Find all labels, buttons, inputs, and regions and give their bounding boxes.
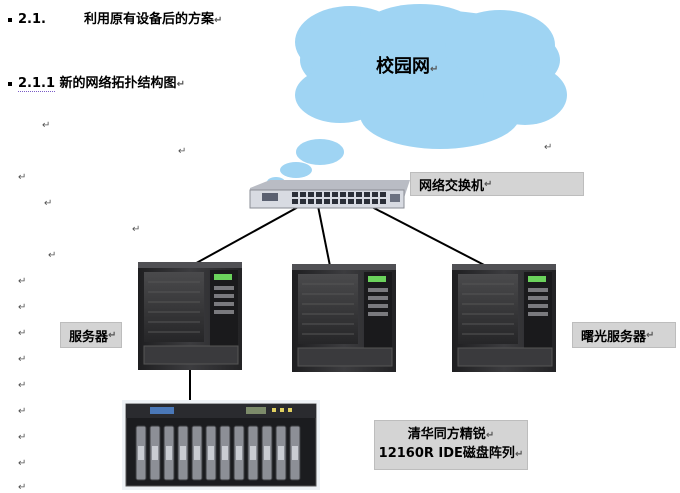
server-right-label: 曙光服务器↵ bbox=[572, 322, 676, 348]
cloud-label: 校园网↵ bbox=[376, 52, 438, 78]
paragraph-mark-icon: ↵ bbox=[176, 79, 185, 90]
paragraph-mark-icon: ↵ bbox=[178, 146, 187, 157]
link-switch-server-middle bbox=[317, 205, 331, 267]
storage-label-line-2-text: 12160R IDE磁盘阵列 bbox=[378, 446, 515, 461]
storage-label-line-2: 12160R IDE磁盘阵列↵ bbox=[379, 445, 524, 464]
link-switch-server-left bbox=[179, 205, 301, 273]
server-right-label-text: 曙光服务器 bbox=[581, 329, 647, 345]
cloud-bubble-large bbox=[296, 139, 344, 165]
paragraph-mark-icon: ↵ bbox=[646, 329, 655, 341]
heading-2-1-1-number: 2.1.1 bbox=[18, 76, 56, 92]
server-left-label: 服务器↵ bbox=[60, 322, 122, 348]
bullet-icon bbox=[8, 81, 12, 86]
cloud-bubble-medium bbox=[280, 162, 312, 178]
server-left-label-text: 服务器 bbox=[69, 329, 109, 345]
storage-label: 清华同方精锐↵ 12160R IDE磁盘阵列↵ bbox=[374, 420, 528, 470]
paragraph-mark-icon: ↵ bbox=[514, 449, 524, 460]
storage-label-line-1: 清华同方精锐↵ bbox=[408, 426, 494, 445]
paragraph-mark-icon: ↵ bbox=[18, 276, 27, 287]
paragraph-mark-icon: ↵ bbox=[18, 482, 27, 493]
heading-2-1-title: 利用原有设备后的方案 bbox=[83, 12, 214, 27]
paragraph-mark-icon: ↵ bbox=[18, 380, 27, 391]
server-right bbox=[452, 264, 556, 372]
paragraph-mark-icon: ↵ bbox=[18, 302, 27, 313]
paragraph-mark-icon: ↵ bbox=[430, 64, 439, 75]
heading-2-1: 2.1. 利用原有设备后的方案↵ bbox=[8, 8, 222, 27]
server-left bbox=[138, 262, 242, 370]
ide-disk-array bbox=[122, 400, 320, 490]
paragraph-mark-icon: ↵ bbox=[18, 458, 27, 469]
paragraph-mark-icon: ↵ bbox=[213, 15, 223, 26]
switch-label: 网络交换机↵ bbox=[410, 172, 584, 196]
paragraph-mark-icon: ↵ bbox=[18, 328, 27, 339]
paragraph-mark-icon: ↵ bbox=[484, 178, 493, 190]
paragraph-mark-icon: ↵ bbox=[44, 198, 53, 209]
campus-network-cloud bbox=[267, 4, 567, 187]
paragraph-mark-icon: ↵ bbox=[108, 329, 117, 341]
heading-2-1-1-title: 新的网络拓扑结构图 bbox=[59, 76, 177, 91]
paragraph-mark-icon: ↵ bbox=[48, 250, 57, 261]
paragraph-mark-icon: ↵ bbox=[18, 406, 27, 417]
network-switch bbox=[249, 180, 410, 209]
connection-lines bbox=[179, 205, 491, 402]
paragraph-mark-icon: ↵ bbox=[132, 224, 141, 235]
bullet-icon bbox=[8, 17, 12, 22]
storage-label-line-1-text: 清华同方精锐 bbox=[407, 427, 486, 442]
switch-label-text: 网络交换机 bbox=[419, 178, 485, 194]
paragraph-mark-icon: ↵ bbox=[18, 172, 27, 183]
heading-2-1-number: 2.1. bbox=[18, 12, 46, 27]
paragraph-mark-icon: ↵ bbox=[18, 432, 27, 443]
paragraph-mark-icon: ↵ bbox=[42, 120, 51, 131]
cloud-label-text: 校园网 bbox=[376, 56, 430, 77]
paragraph-mark-icon: ↵ bbox=[544, 142, 553, 153]
link-switch-server-right bbox=[369, 205, 491, 269]
paragraph-mark-icon: ↵ bbox=[485, 430, 495, 441]
heading-2-1-1: 2.1.1 新的网络拓扑结构图↵ bbox=[8, 72, 185, 92]
server-middle bbox=[292, 264, 396, 372]
paragraph-mark-icon: ↵ bbox=[18, 354, 27, 365]
